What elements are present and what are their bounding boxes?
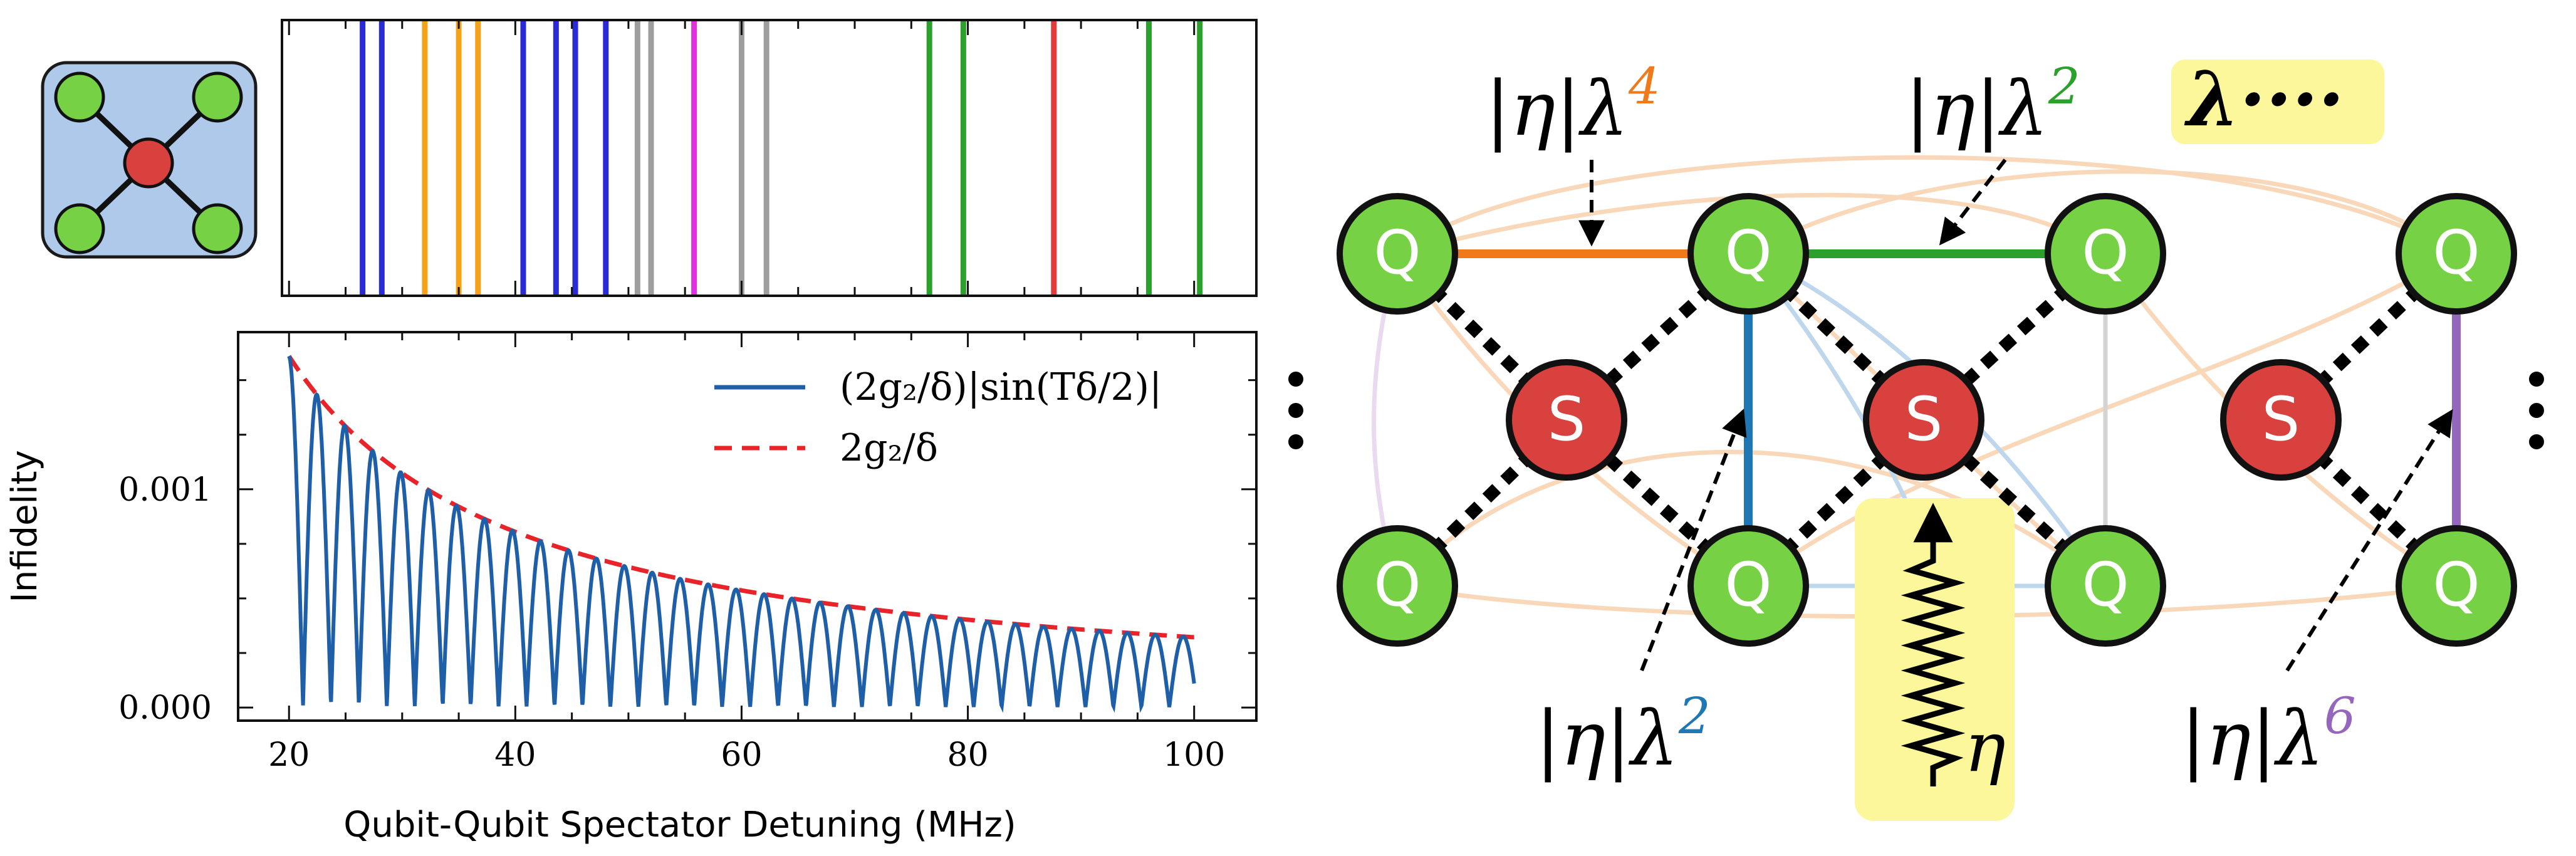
noise-highlight	[1855, 498, 2015, 821]
spectator-node: S	[1506, 359, 1627, 481]
qubit-node: Q	[1687, 193, 1809, 315]
spectator-node: S	[1863, 359, 1984, 481]
x-tick-label: 60	[721, 736, 762, 774]
svg-text:S: S	[2262, 384, 2300, 454]
qubit-nodes: Q Q Q Q Q Q Q Q	[1337, 193, 2517, 647]
y-axis-label: Infidelity	[4, 450, 45, 603]
frequency-strip-ticks	[288, 21, 1196, 295]
y-tick-label: 0.001	[118, 471, 212, 509]
legend: (2g₂/δ)|sin(Tδ/2)| 2g₂/δ	[714, 365, 1162, 470]
connectivity-icon	[41, 61, 258, 259]
svg-text:Q: Q	[1724, 550, 1772, 620]
qubit-node: Q	[1687, 525, 1809, 647]
svg-text:S: S	[1548, 384, 1586, 454]
x-tick-label: 40	[494, 736, 536, 774]
coupling-diagram: Q Q Q Q Q Q Q Q S S S	[1288, 55, 2544, 821]
label-higher-order: λ····	[2184, 55, 2344, 144]
spectator-nodes: S S S	[1506, 359, 2342, 481]
qubit-node: Q	[2045, 525, 2166, 647]
legend-label-envelope: 2g₂/δ	[840, 426, 938, 470]
x-axis-label: Qubit-Qubit Spectator Detuning (MHz)	[343, 805, 1016, 845]
frequency-strip-lines	[360, 21, 1203, 295]
x-tick-label: 20	[268, 736, 310, 774]
svg-text:Q: Q	[2082, 217, 2129, 288]
qubit-node: Q	[2045, 193, 2166, 315]
svg-text:S: S	[1905, 384, 1943, 454]
qubit-node: Q	[1337, 193, 1458, 315]
svg-text:Q: Q	[1724, 217, 1772, 288]
series-oscillation	[287, 355, 1196, 713]
y-tick-label: 0.000	[118, 689, 212, 727]
plot-ticks	[238, 332, 1256, 721]
tick-labels: 20 40 60 80 100 0.000 0.001	[118, 471, 1225, 774]
ellipsis-right	[2529, 372, 2544, 449]
svg-text:Q: Q	[1374, 550, 1421, 620]
label-lambda4: |η|λ4	[1485, 57, 1661, 153]
legend-label-oscillation: (2g₂/δ)|sin(Tδ/2)|	[840, 365, 1162, 409]
label-lambda6: |η|λ6	[2181, 687, 2356, 783]
ellipsis-left	[1288, 372, 1303, 449]
annotation-arrows	[1578, 159, 2453, 672]
qubit-node: Q	[2396, 193, 2517, 315]
label-eta: η	[1964, 707, 2006, 787]
frequency-strip	[281, 19, 1258, 297]
infidelity-plot: 20 40 60 80 100 0.000 0.001 (2g₂/δ)|sin(Tδ/2)|…	[4, 331, 1258, 845]
x-tick-label: 80	[947, 736, 988, 774]
svg-text:Q: Q	[1374, 217, 1421, 288]
svg-text:Q: Q	[2433, 217, 2480, 288]
svg-text:Q: Q	[2082, 550, 2129, 620]
qubit-node: Q	[2396, 525, 2517, 647]
qubit-node: Q	[1337, 525, 1458, 647]
noise-spring	[1901, 503, 1966, 786]
svg-text:Q: Q	[2433, 550, 2480, 620]
label-lambda2-green: |η|λ2	[1905, 57, 2080, 153]
spectator-node: S	[2220, 359, 2342, 481]
x-tick-label: 100	[1163, 736, 1225, 774]
higher-order-box	[2171, 60, 2384, 144]
label-lambda2-blue: |η|λ2	[1535, 687, 1711, 783]
